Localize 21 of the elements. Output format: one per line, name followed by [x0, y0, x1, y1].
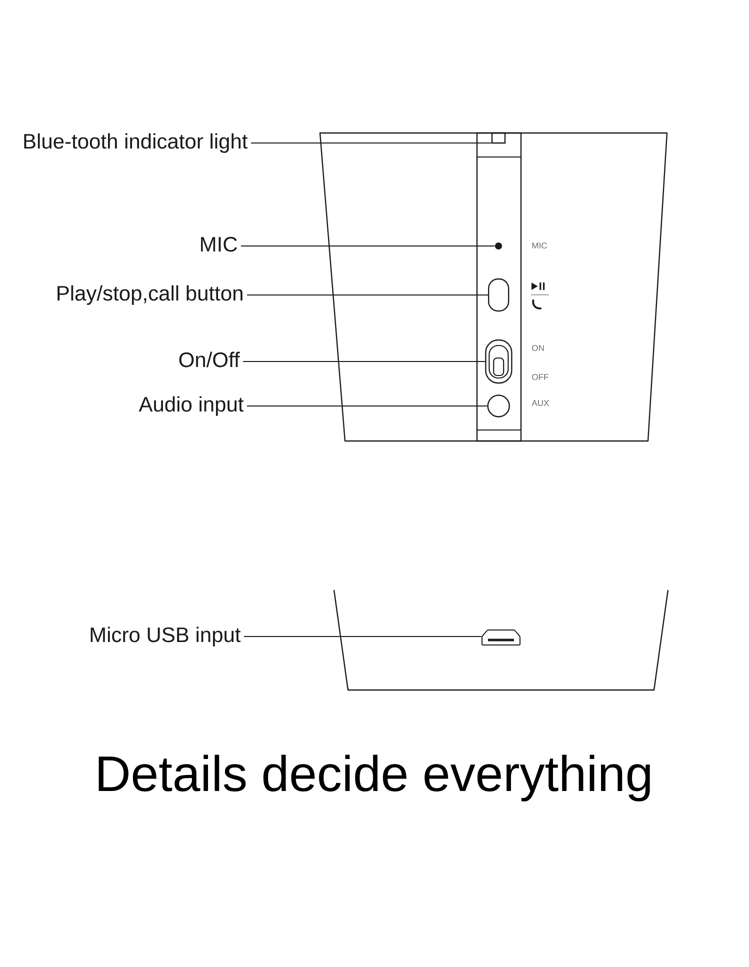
indicator-light [491, 132, 506, 144]
part-label: Play/stop,call button [58, 285, 242, 305]
leader-line [242, 361, 486, 362]
audio-jack [487, 394, 510, 418]
caption: Details decide everything [98, 754, 650, 802]
part-label: MIC [201, 236, 237, 252]
part-label: Audio input [138, 396, 244, 416]
part-label: Blue-tooth indicator light [24, 133, 248, 153]
part-label: Micro USB input [90, 626, 241, 646]
mic-hole [495, 242, 502, 250]
leader-line [244, 636, 482, 637]
usb-port [482, 630, 520, 646]
marking-label: OFF [532, 374, 548, 380]
leader-line [250, 142, 492, 144]
leader-line [246, 294, 488, 296]
marking-label: MIC [532, 242, 547, 249]
slide-switch [485, 339, 512, 384]
marking-label: AUX [532, 400, 549, 406]
marking-label: ON [532, 345, 544, 352]
push-button [488, 278, 510, 312]
part-label: On/Off [179, 352, 240, 368]
